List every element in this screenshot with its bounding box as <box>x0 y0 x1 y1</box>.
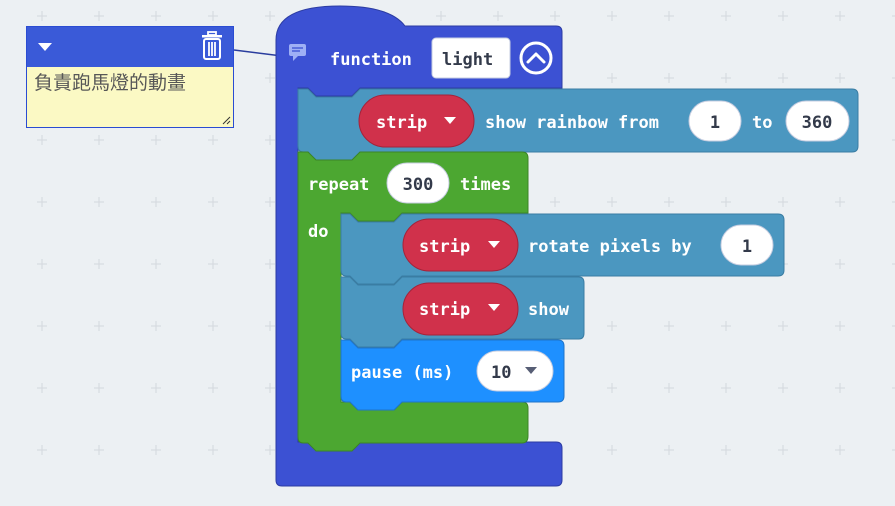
rotate-pixels-block[interactable]: strip rotate pixels by 1 <box>340 213 785 285</box>
rainbow-to-label: to <box>752 113 772 133</box>
repeat-label: repeat <box>308 175 369 195</box>
show-rainbow-label: show rainbow from <box>485 113 659 133</box>
rotate-pixels-label: rotate pixels by <box>528 237 692 257</box>
resize-handle-icon[interactable] <box>221 115 231 125</box>
rainbow-from-input[interactable]: 1 <box>688 100 742 142</box>
rainbow-from-value: 1 <box>710 113 720 133</box>
rainbow-to-value: 360 <box>802 113 833 133</box>
repeat-count: 300 <box>403 175 434 195</box>
repeat-count-input[interactable]: 300 <box>386 162 450 204</box>
chevron-down-icon <box>525 367 537 374</box>
strip-show-block[interactable]: strip show <box>340 276 585 348</box>
comment-text[interactable]: 負責跑馬燈的動畫 <box>34 73 187 94</box>
function-name-field[interactable]: light <box>431 37 511 79</box>
chevron-down-icon <box>488 304 500 311</box>
pause-label: pause (ms) <box>351 363 453 383</box>
function-keyword: function <box>330 50 412 70</box>
times-label: times <box>460 175 511 195</box>
comment-icon[interactable] <box>289 44 306 61</box>
workspace-comment[interactable]: 負責跑馬燈的動畫 <box>26 26 234 128</box>
show-rainbow-block[interactable]: strip show rainbow from 1 to 360 <box>297 88 859 161</box>
do-label: do <box>308 222 328 242</box>
chevron-down-icon <box>444 117 456 124</box>
collapse-comment-icon[interactable] <box>38 43 52 51</box>
trash-icon[interactable] <box>199 31 225 61</box>
strip-variable-dropdown[interactable]: strip <box>358 94 475 148</box>
collapse-function-button[interactable] <box>519 41 553 75</box>
function-block[interactable]: function light <box>275 5 563 487</box>
chevron-down-icon <box>488 241 500 248</box>
strip-label: strip <box>376 113 427 133</box>
function-name: light <box>442 50 493 70</box>
rotate-value: 1 <box>742 237 752 257</box>
strip-variable-dropdown[interactable]: strip <box>402 282 519 336</box>
rainbow-to-input[interactable]: 360 <box>785 100 850 142</box>
pause-value-dropdown[interactable]: 10 <box>476 350 554 392</box>
strip-label: strip <box>419 300 470 320</box>
strip-label: strip <box>419 237 470 257</box>
pause-block[interactable]: pause (ms) 10 <box>340 339 565 411</box>
strip-show-label: show <box>528 300 570 320</box>
rotate-value-input[interactable]: 1 <box>720 224 774 266</box>
strip-variable-dropdown[interactable]: strip <box>402 218 519 272</box>
repeat-block[interactable]: repeat 300 times do <box>297 151 529 452</box>
comment-header[interactable] <box>27 27 233 67</box>
pause-value: 10 <box>491 363 511 383</box>
